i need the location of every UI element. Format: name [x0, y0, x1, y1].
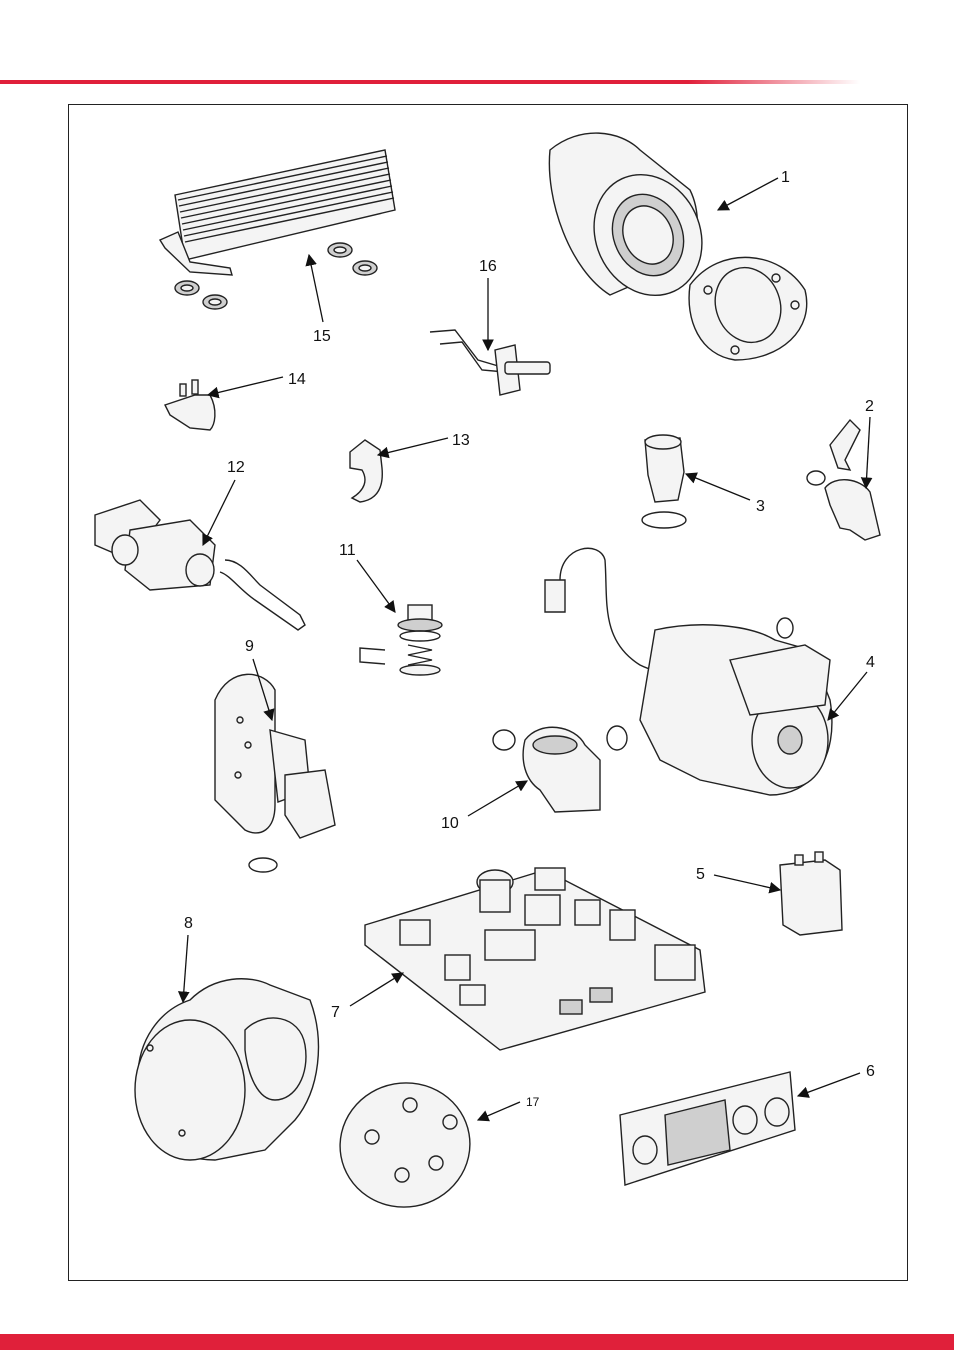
part-12-diverter-valve [95, 500, 305, 630]
leader-1 [718, 178, 778, 210]
leader-15 [309, 255, 323, 322]
part-6-display-panel [620, 1072, 795, 1185]
part-3-air-vent [642, 435, 686, 528]
part-7-control-pcb [365, 868, 705, 1050]
callout-1: 1 [781, 169, 790, 186]
callout-6: 6 [866, 1063, 875, 1080]
leader-10 [468, 781, 527, 816]
leader-14 [208, 377, 283, 395]
callout-10: 10 [441, 815, 459, 832]
part-8-fan [135, 979, 318, 1160]
leader-3 [686, 474, 750, 500]
part-16-ignition-electrode [430, 330, 550, 395]
callout-2: 2 [865, 398, 874, 415]
leader-5 [714, 875, 780, 890]
callout-17: 17 [526, 1095, 540, 1109]
leader-2 [866, 417, 870, 488]
part-14-sensor-clip [165, 380, 215, 430]
leader-17 [478, 1102, 520, 1120]
leader-6 [798, 1073, 860, 1096]
part-15-plate-heat-exchanger [160, 150, 395, 309]
callout-8: 8 [184, 915, 193, 932]
part-1-burner-and-gasket [549, 133, 806, 360]
callout-7: 7 [331, 1004, 340, 1021]
leader-13 [378, 438, 448, 455]
part-13-sensor [350, 440, 382, 502]
leader-7 [350, 973, 403, 1006]
callout-16: 16 [479, 258, 497, 275]
leader-8 [183, 935, 188, 1002]
footer-red-bar [0, 1334, 954, 1350]
callout-15: 15 [313, 328, 331, 345]
callout-9: 9 [245, 638, 254, 655]
callout-11: 11 [339, 542, 356, 559]
part-5-ignition-unit [780, 852, 842, 935]
callout-12: 12 [227, 459, 245, 476]
callout-4: 4 [866, 654, 875, 671]
leader-4 [828, 672, 867, 720]
part-9-gas-valve [215, 674, 335, 872]
part-11-valve-cartridge [360, 605, 442, 675]
leader-11 [357, 560, 395, 612]
callout-5: 5 [696, 866, 705, 883]
callout-13: 13 [452, 432, 470, 449]
callout-3: 3 [756, 498, 765, 515]
part-10-flow-sensor [493, 727, 600, 812]
leader-12 [203, 480, 235, 545]
callout-14: 14 [288, 371, 306, 388]
part-17-cover-plate [330, 1073, 480, 1218]
